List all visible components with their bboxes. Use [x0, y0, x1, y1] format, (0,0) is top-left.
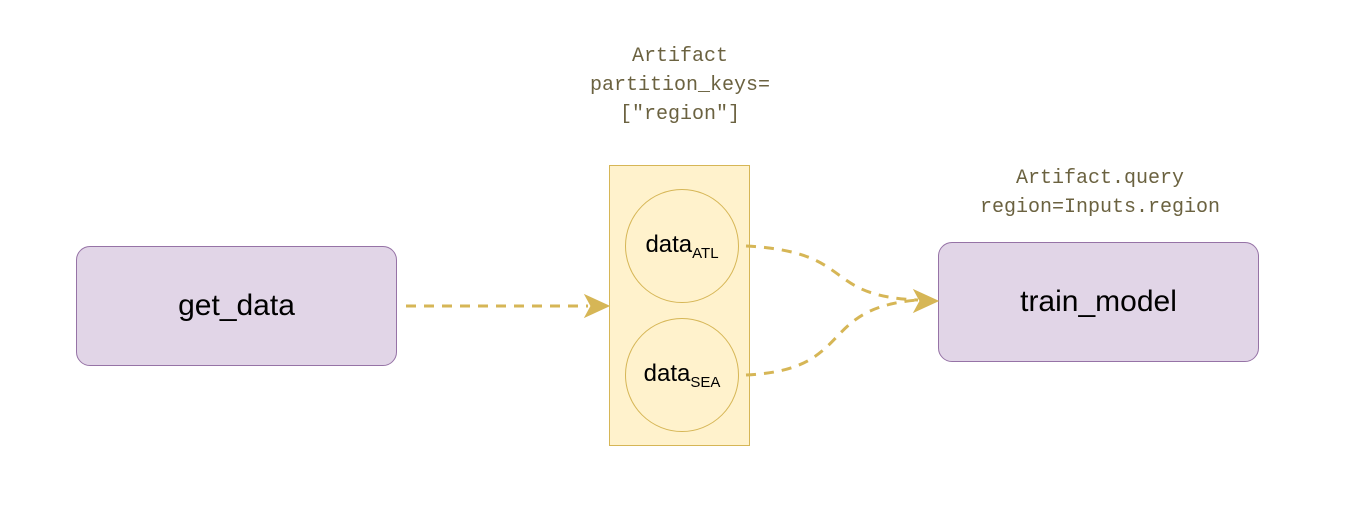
artifact-annotation-line2: partition_keys= — [589, 74, 771, 97]
get-data-node[interactable]: get_data — [76, 246, 397, 366]
arrowhead-train-model — [912, 288, 940, 314]
edge-atl-to-train-model — [745, 244, 919, 302]
artifact-annotation-line1: Artifact — [631, 45, 728, 68]
query-annotation-line1: Artifact.query — [1015, 167, 1185, 190]
arrowhead-artifact — [583, 293, 611, 319]
get-data-label: get_data — [178, 289, 295, 322]
partition-sea-label: dataSEA — [643, 359, 721, 391]
query-annotation-line2: region=Inputs.region — [979, 196, 1221, 219]
partition-atl-node[interactable]: dataATL — [625, 189, 739, 303]
query-annotation: Artifact.query region=Inputs.region — [920, 164, 1280, 222]
artifact-annotation: Artifact partition_keys= ["region"] — [540, 42, 820, 129]
train-model-node[interactable]: train_model — [938, 242, 1259, 362]
artifact-annotation-line3: ["region"] — [619, 103, 741, 126]
train-model-label: train_model — [1020, 285, 1177, 318]
partition-sea-node[interactable]: dataSEA — [625, 318, 739, 432]
partition-atl-label: dataATL — [645, 230, 719, 262]
edge-sea-to-train-model — [745, 298, 919, 377]
